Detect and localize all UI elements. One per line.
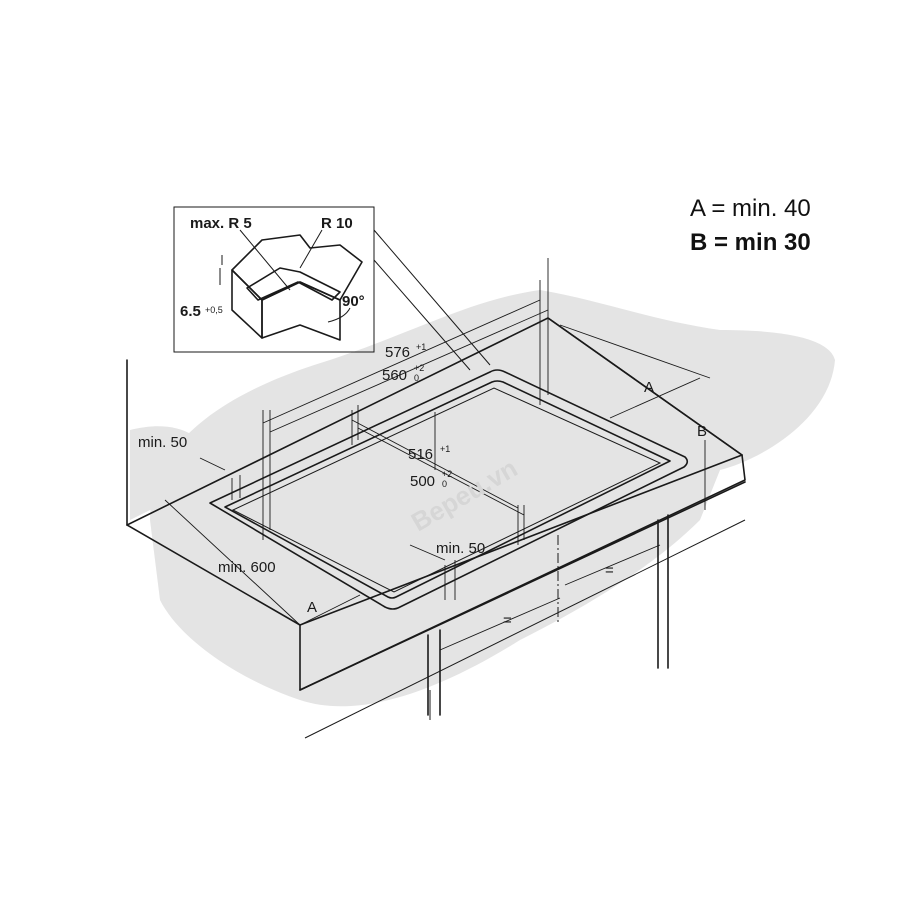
dim-line-equal-1 [439,597,561,651]
dim-ext-a-back [559,324,711,379]
dim-equal-1-label: = [503,612,512,629]
worktop-front-bottom [299,481,746,691]
detail-depth-tol-label: +0,5 [205,305,223,315]
detail-box [173,206,375,353]
dim-line-min600 [164,499,301,626]
cutout-outer-rim [209,369,689,610]
dim-a-back-label: A [644,379,654,396]
dim-line-min50-front [409,544,446,561]
legend-b-line: B = min 30 [690,229,811,256]
cabinet-leg-right [657,514,669,669]
worktop-front-edge [299,454,746,691]
background-shadow-left [130,426,215,520]
detail-leader-maxr [239,229,291,291]
dim-b-label: B [697,423,707,440]
dim-576-tol: +1 [416,342,426,352]
dim-line-500 [357,427,525,516]
dim-line-576 [262,299,541,424]
worktop-back-edge [547,317,743,456]
cutout-inner-rim-2 [231,387,662,593]
dim-line-516 [351,419,519,509]
cabinet-leg-front [427,629,441,716]
detail-leader-1 [373,229,491,366]
detail-corner-groove [246,267,341,301]
dim-line-min50-left [199,457,226,471]
dim-min50-left-label: min. 50 [138,434,187,451]
cabinet-line-1 [304,519,746,739]
detail-corner-body [231,269,263,339]
dim-line-a-back [609,377,701,419]
detail-angle-arc [327,307,351,323]
dim-576-label: 576 [385,344,410,361]
dim-line-equal-2 [564,544,661,586]
cutout-inner-rim [224,380,671,599]
dim-560-tol-top: +2 [414,363,424,373]
dim-min50-front-label: min. 50 [436,540,485,557]
dim-500-label: 500 [410,473,435,490]
dim-500-tol-top: +2 [442,469,452,479]
dim-560-label: 560 [382,367,407,384]
detail-depth-label: 6.5 [180,303,201,320]
dim-min600-label: min. 600 [218,559,276,576]
dim-a-front-label: A [307,599,317,616]
dim-line-a-front [299,594,361,626]
detail-max-r-label: max. R 5 [190,215,252,232]
dim-516-tol: +1 [440,444,450,454]
dim-500-tol-bot: 0 [442,479,447,489]
detail-angle-label: 90° [342,293,365,310]
dim-560-tol-bot: 0 [414,373,419,383]
dim-equal-2-label: = [605,562,614,579]
detail-leader-r [299,229,323,269]
detail-r-label: R 10 [321,215,353,232]
detail-corner-body-2 [261,281,341,341]
dim-516-label: 516 [408,446,433,463]
detail-leader-2 [373,259,471,371]
dim-line-560 [269,309,549,433]
legend-a-line: A = min. 40 [690,195,811,222]
